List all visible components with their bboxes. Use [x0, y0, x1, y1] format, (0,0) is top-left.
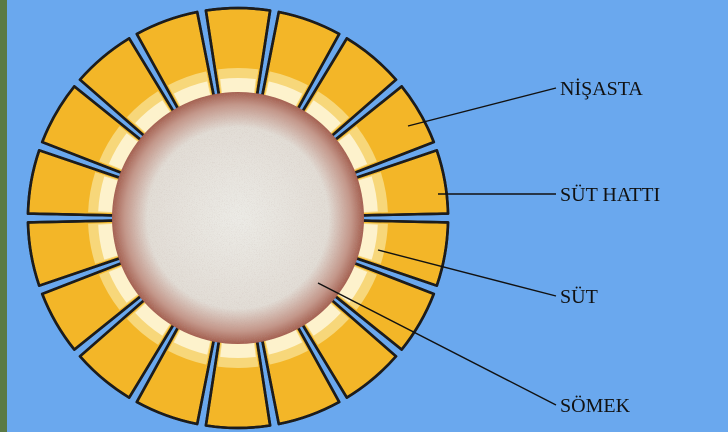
bottom-border: [0, 432, 728, 438]
label-milk: SÜT: [560, 285, 598, 308]
left-photo-strip: [0, 0, 7, 438]
label-cob: SÖMEK: [560, 394, 631, 417]
cob-core: [112, 92, 364, 344]
label-milk-line: SÜT HATTI: [560, 183, 660, 206]
label-starch: NİŞASTA: [560, 77, 643, 100]
